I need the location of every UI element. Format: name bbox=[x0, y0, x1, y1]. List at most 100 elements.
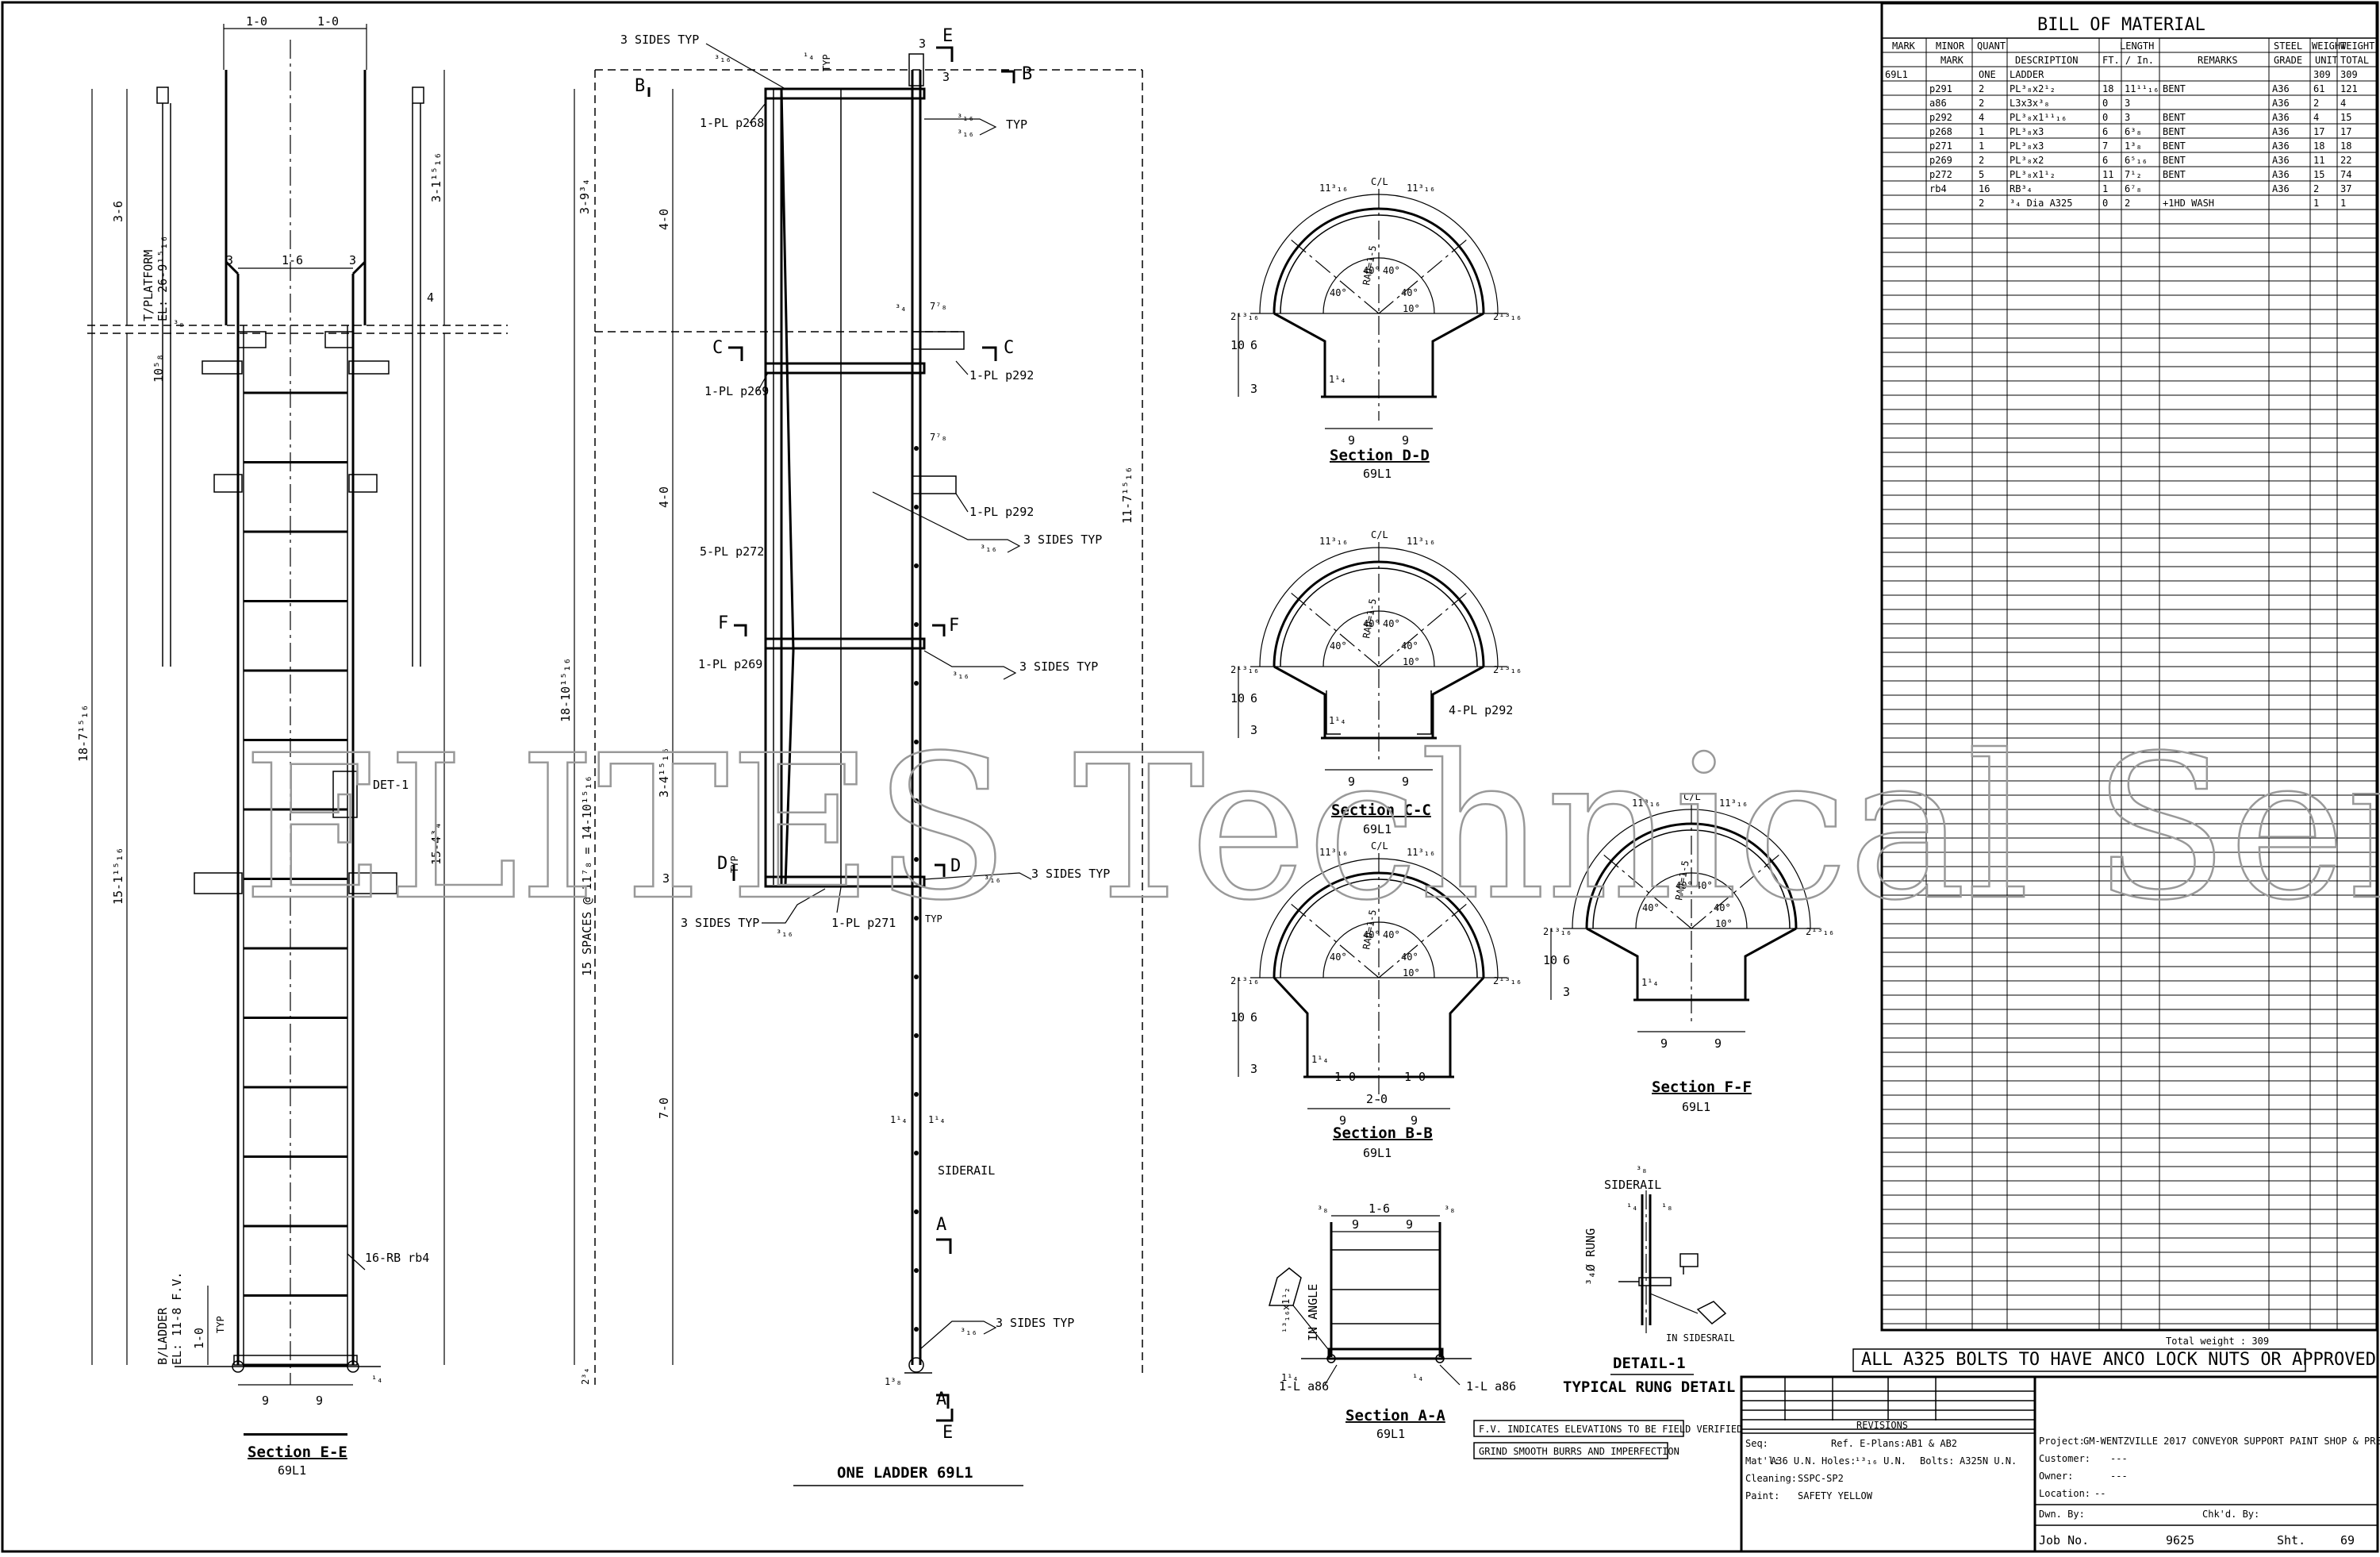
bladder-elev: EL: 11-8 F.V. bbox=[170, 1272, 184, 1365]
arc-angle-mid-left: 40° bbox=[1676, 880, 1693, 891]
detail-1-d14: ¹₄ bbox=[1626, 1201, 1637, 1213]
dim-3-15: 3-1¹⁵₁₆ bbox=[429, 152, 443, 202]
section-c-c-pl292: 4-PL p292 bbox=[1449, 703, 1513, 717]
arc-centerline: C/L bbox=[1371, 176, 1388, 187]
tb-location-val: -- bbox=[2094, 1488, 2106, 1499]
arc-dim-213-left: 2¹³₁₆ bbox=[1230, 664, 1259, 675]
arc-dim-6: 6 bbox=[1250, 691, 1257, 705]
tb-customer-label: Customer: bbox=[2039, 1453, 2090, 1464]
arc-radius-left: 11³₁₆ bbox=[1319, 183, 1348, 194]
bom-cell: p271 bbox=[1929, 140, 1952, 152]
ladder-rung-dot bbox=[914, 681, 919, 686]
ladder-rung-dot bbox=[914, 916, 919, 921]
section-a-a-title: Section A-A bbox=[1345, 1407, 1445, 1424]
bom-cell: 4 bbox=[1979, 112, 1984, 123]
ladder-sym-316e: ³₁₆ bbox=[952, 670, 969, 681]
bom-cell: BENT bbox=[2163, 83, 2186, 94]
bom-cell: L3x3x³₈ bbox=[2010, 98, 2050, 109]
ladder-dim-778b: 7⁷₈ bbox=[930, 432, 947, 443]
ladder-rung-dot bbox=[914, 1151, 919, 1155]
section-b-b-title: Section B-B bbox=[1333, 1124, 1433, 1142]
bom-cell: A36 bbox=[2272, 112, 2290, 123]
ladder-rung-dot bbox=[914, 857, 919, 862]
ladder-dim-3b: 3 bbox=[942, 70, 950, 84]
arc-angle-left: 40° bbox=[1330, 287, 1347, 298]
bom-cell: 17 bbox=[2313, 126, 2324, 137]
bom-cell: 16 bbox=[1979, 183, 1990, 194]
tb-job-label: Job No. bbox=[2039, 1533, 2089, 1547]
tb-owner-val: --- bbox=[2110, 1470, 2128, 1482]
tb-holes-val: ¹³₁₆ U.N. bbox=[1855, 1455, 1906, 1467]
ladder-typ2: TYP bbox=[1006, 117, 1027, 132]
arc-dim-9-right: 9 bbox=[1402, 775, 1409, 789]
bom-cell: 2 bbox=[2313, 98, 2319, 109]
ladder-rung-dot bbox=[914, 975, 919, 979]
bom-header: GRADE bbox=[2274, 55, 2302, 66]
tb-sht-label: Sht. bbox=[2277, 1533, 2305, 1547]
ladder-dim-4-0a: 4-0 bbox=[657, 209, 671, 230]
arc-dim-3: 3 bbox=[1250, 1062, 1257, 1076]
arc-angle-right: 40° bbox=[1714, 902, 1731, 913]
section-c-c-title: Section C-C bbox=[1331, 802, 1431, 819]
ladder-pl292b: 1-PL p292 bbox=[969, 505, 1034, 519]
section-b-b-d1: 1-0 bbox=[1334, 1070, 1356, 1084]
ladder-dim-3-9: 3-9³₄ bbox=[578, 179, 592, 214]
ladder-dim-2-34: 2³₄ bbox=[580, 1367, 591, 1385]
arc-dim-10: 10 bbox=[1543, 953, 1557, 967]
tb-owner-label: Owner: bbox=[2039, 1470, 2073, 1482]
bom-cell: rb4 bbox=[1929, 183, 1947, 194]
tb-matl-label: Mat'l: bbox=[1745, 1455, 1779, 1467]
arc-dim-6: 6 bbox=[1250, 1010, 1257, 1025]
bom-cell: 1 bbox=[2102, 183, 2108, 194]
bom-header: MARK bbox=[1940, 55, 1964, 66]
ladder-sym-316h: ³₁₆ bbox=[960, 1326, 977, 1337]
bladder-label: B/LADDER bbox=[155, 1307, 170, 1365]
ladder-rung-dot bbox=[914, 446, 919, 451]
bom-cell: 6⁵₁₆ bbox=[2125, 155, 2148, 166]
bom-cell: p269 bbox=[1929, 155, 1952, 166]
bom-cell: 3 bbox=[2125, 112, 2130, 123]
tplatform-label: T/PLATFORM bbox=[141, 250, 155, 321]
section-a-a-spec: ¹³₁₆x1¹₂ bbox=[1280, 1287, 1292, 1333]
ladder-title: ONE LADDER 69L1 bbox=[837, 1464, 973, 1482]
bom-cell: A36 bbox=[2272, 155, 2290, 166]
ladder-sym-316: ³₁₆ bbox=[714, 53, 731, 64]
bom-header: REMARKS bbox=[2198, 55, 2238, 66]
detail-1-in-siderail: IN SIDESRAIL bbox=[1666, 1332, 1735, 1344]
bom-cell: 22 bbox=[2340, 155, 2351, 166]
arc-radius-left: 11³₁₆ bbox=[1319, 847, 1348, 858]
ladder-rung-dot bbox=[914, 1327, 919, 1332]
ladder-sym-316d: ³₁₆ bbox=[980, 543, 997, 554]
arc-dim-213-left: 2¹³₁₆ bbox=[1543, 926, 1572, 937]
bom-cell: ONE bbox=[1979, 69, 1996, 80]
bom-cell: 18 bbox=[2313, 140, 2324, 152]
section-c-c-sub: 69L1 bbox=[1363, 822, 1392, 836]
bom-cell: PL³₈x2¹₂ bbox=[2010, 83, 2056, 94]
arc-angle-mid-left: 40° bbox=[1363, 929, 1380, 940]
arc-radius-left: 11³₁₆ bbox=[1319, 536, 1348, 547]
arc-dim-14: 1¹₄ bbox=[1311, 1054, 1329, 1065]
arc-dim-213-right: 2¹³₁₆ bbox=[1493, 975, 1522, 986]
bom-cell: 2 bbox=[2125, 198, 2130, 209]
bom-cell: 2 bbox=[1979, 155, 1984, 166]
section-a-a-view: 1-6 9 9 ³₈ ³₈ IN ANGLE ¹³₁₆x1¹₂ 1-L a86 … bbox=[1269, 1201, 1516, 1441]
arc-angle-right: 40° bbox=[1401, 952, 1418, 963]
detail-1-d18: ¹₈ bbox=[1661, 1201, 1672, 1213]
bom-header: DESCRIPTION bbox=[2015, 55, 2078, 66]
ladder-pl269b: 1-PL p269 bbox=[698, 657, 762, 671]
bom-cell: 5 bbox=[1979, 169, 1984, 180]
note-a325: ALL A325 BOLTS TO HAVE ANCO LOCK NUTS OR… bbox=[1861, 1350, 2380, 1370]
bom-cell: 4 bbox=[2340, 98, 2346, 109]
bom-cell: 309 bbox=[2313, 69, 2331, 80]
dim-4: 4 bbox=[427, 290, 434, 305]
cut-f-right: F bbox=[949, 616, 959, 636]
ladder-dim-778: 7⁷₈ bbox=[930, 301, 947, 312]
cut-a-bottom: A bbox=[936, 1390, 946, 1409]
dim-quarter: ¹₄ bbox=[371, 1374, 382, 1385]
tb-paint-label: Paint: bbox=[1745, 1490, 1779, 1501]
cut-c-left: C bbox=[712, 338, 723, 358]
arc-dim-3: 3 bbox=[1563, 985, 1570, 999]
bom-cell: 2 bbox=[1979, 198, 1984, 209]
